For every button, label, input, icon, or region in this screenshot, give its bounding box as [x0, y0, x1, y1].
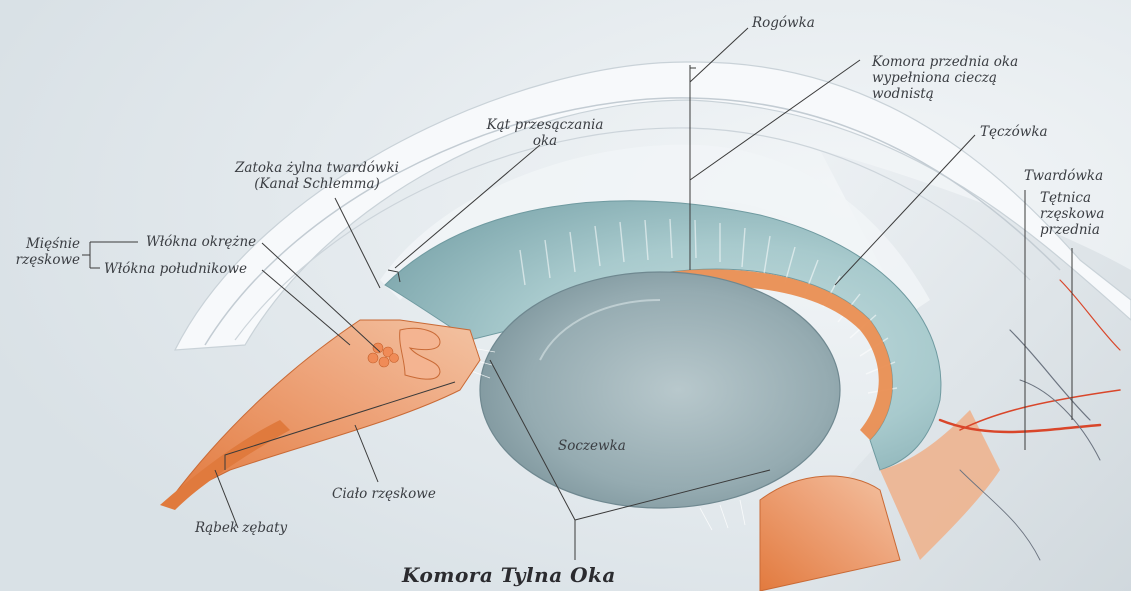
label-twardowka: Twardówka — [1024, 168, 1103, 184]
label-teczowka: Tęczówka — [980, 124, 1048, 140]
label-wlokna-poludnikowe: Włókna południkowe — [104, 261, 247, 277]
diagram-title: Komora Tylna Oka — [402, 563, 616, 587]
label-rogowka: Rogówka — [752, 15, 815, 31]
label-komora-przednia: Komora przednia oka wypełniona cieczą wo… — [872, 54, 1018, 102]
label-soczewka: Soczewka — [558, 438, 626, 454]
lens — [480, 272, 840, 508]
label-rabek-zebaty: Rąbek zębaty — [195, 520, 287, 536]
label-cialo-rzeskowe: Ciało rzęskowe — [332, 486, 436, 502]
label-tetnica: Tętnica rzęskowa przednia — [1040, 190, 1104, 238]
label-miesnie-rzeskowe: Mięśnie rzęskowe — [10, 236, 80, 268]
label-wlokna-okrezne: Włókna okrężne — [146, 234, 256, 250]
label-zatoka: Zatoka żylna twardówki (Kanał Schlemma) — [222, 160, 412, 192]
label-kat-przesaczania: Kąt przesączania oka — [470, 117, 620, 149]
